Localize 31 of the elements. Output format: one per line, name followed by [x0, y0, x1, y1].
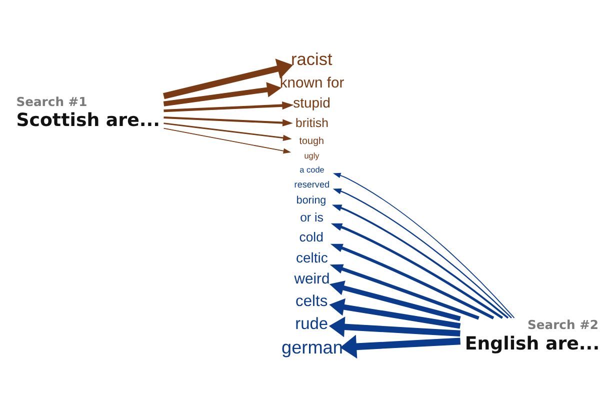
node-text: tough	[299, 135, 324, 146]
node-text: celtic	[296, 249, 328, 266]
arrow	[329, 298, 461, 328]
node-text: weird	[294, 270, 330, 287]
node-text: Search #2 English are...	[464, 318, 600, 354]
node-text: Search #1 Scottish are...	[16, 94, 160, 131]
node-text: german	[282, 337, 343, 358]
node-text: known for	[280, 74, 344, 91]
arrow	[164, 101, 294, 112]
arrow	[330, 243, 494, 319]
arrow	[163, 58, 293, 99]
node-text: a code	[300, 164, 324, 174]
node-text: rude	[295, 314, 328, 333]
node-text: boring	[296, 194, 326, 206]
node-text: british	[296, 115, 328, 130]
node-text: stupid	[293, 94, 330, 110]
arrow	[328, 316, 460, 337]
node-text: or is	[300, 210, 324, 224]
arrow	[164, 122, 292, 140]
node-text: cold	[299, 229, 324, 244]
node-text: celts	[296, 292, 328, 310]
arrow	[340, 334, 461, 358]
node-text: racist	[291, 48, 332, 68]
arrow	[330, 222, 504, 318]
arrow	[163, 82, 282, 106]
node-text: reserved	[294, 178, 330, 189]
arrow	[330, 264, 480, 320]
arrow	[329, 280, 461, 321]
arrow	[163, 127, 292, 154]
arrow	[164, 116, 293, 126]
node-text: ugly	[304, 150, 320, 160]
